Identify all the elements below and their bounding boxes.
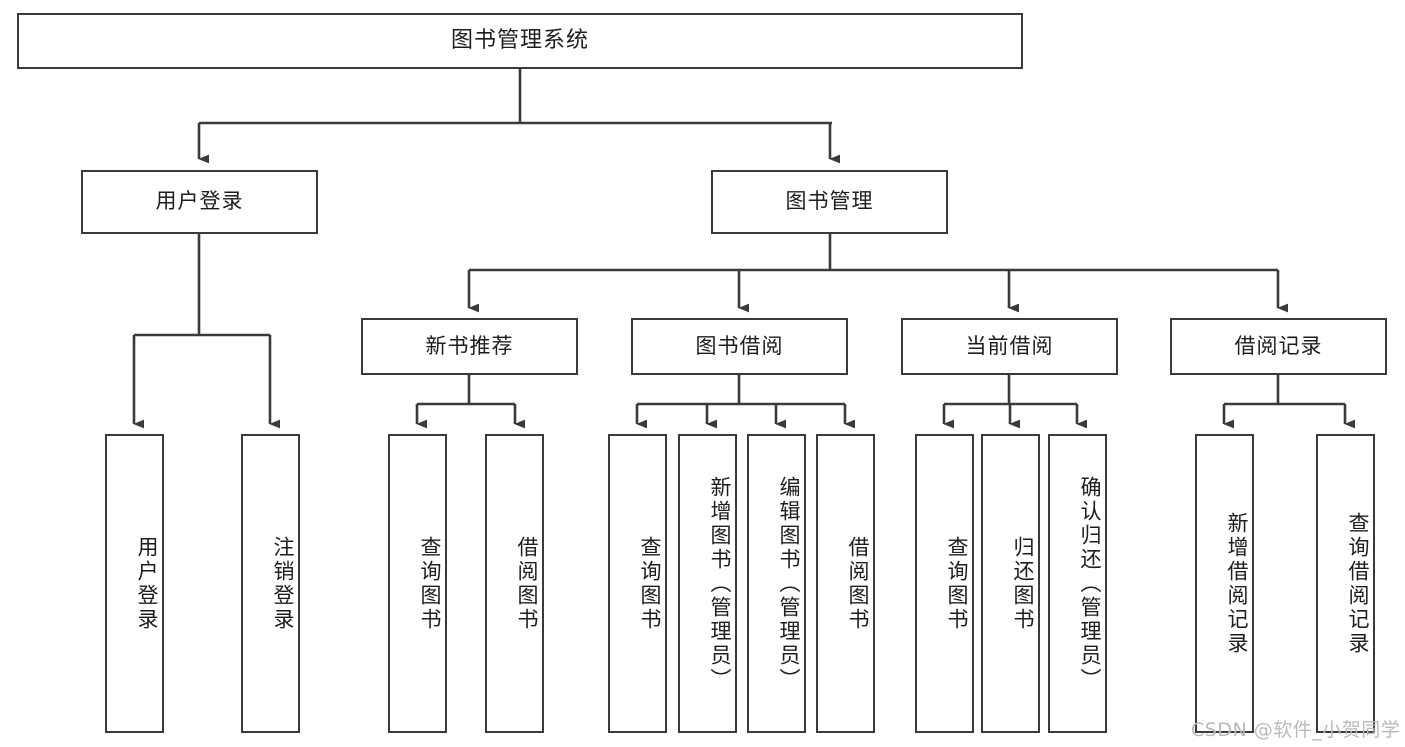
node-leaf-query-book-2-label: 查询图书 [638, 535, 662, 632]
node-leaf-confirm-return[interactable]: 确认归还（管理员） [1048, 434, 1107, 733]
node-leaf-query-book-1[interactable]: 查询图书 [388, 434, 447, 733]
node-leaf-add-borrow-record[interactable]: 新增借阅记录 [1195, 434, 1254, 733]
node-leaf-borrow-book-1[interactable]: 借阅图书 [485, 434, 544, 733]
node-new-book-recommend[interactable]: 新书推荐 [361, 318, 578, 375]
node-leaf-logout-login-label: 注销登录 [271, 535, 295, 632]
node-leaf-edit-book[interactable]: 编辑图书（管理员） [747, 434, 806, 733]
node-root-label: 图书管理系统 [450, 27, 589, 53]
node-leaf-user-login-label: 用户登录 [135, 535, 159, 632]
node-current-borrow[interactable]: 当前借阅 [901, 318, 1118, 375]
node-borrow-record[interactable]: 借阅记录 [1170, 318, 1387, 375]
node-borrow-record-label: 借阅记录 [1234, 333, 1323, 358]
node-leaf-add-book[interactable]: 新增图书（管理员） [678, 434, 737, 733]
node-leaf-confirm-return-label: 确认归还（管理员） [1078, 475, 1102, 692]
node-leaf-add-book-label: 新增图书（管理员） [708, 475, 732, 692]
node-leaf-add-borrow-record-label: 新增借阅记录 [1225, 511, 1249, 656]
node-user-login[interactable]: 用户登录 [81, 170, 318, 234]
node-leaf-query-book-3[interactable]: 查询图书 [915, 434, 974, 733]
node-leaf-query-book-1-label: 查询图书 [418, 535, 442, 632]
node-leaf-edit-book-label: 编辑图书（管理员） [777, 475, 801, 692]
node-leaf-borrow-book-1-label: 借阅图书 [515, 535, 539, 632]
node-current-borrow-label: 当前借阅 [965, 333, 1054, 358]
node-root[interactable]: 图书管理系统 [17, 13, 1023, 69]
node-leaf-query-book-3-label: 查询图书 [945, 535, 969, 632]
node-user-login-label: 用户登录 [155, 189, 244, 214]
node-leaf-query-borrow-record-label: 查询借阅记录 [1346, 511, 1370, 656]
node-leaf-user-login[interactable]: 用户登录 [105, 434, 164, 733]
node-leaf-borrow-book-2[interactable]: 借阅图书 [816, 434, 875, 733]
node-leaf-query-borrow-record[interactable]: 查询借阅记录 [1316, 434, 1375, 733]
node-leaf-return-book-label: 归还图书 [1011, 535, 1035, 632]
node-book-manage[interactable]: 图书管理 [711, 170, 948, 234]
node-leaf-return-book[interactable]: 归还图书 [981, 434, 1040, 733]
node-book-borrow-label: 图书借阅 [695, 333, 784, 358]
node-leaf-borrow-book-2-label: 借阅图书 [846, 535, 870, 632]
node-new-book-recommend-label: 新书推荐 [425, 333, 514, 358]
node-book-manage-label: 图书管理 [785, 189, 874, 214]
node-leaf-query-book-2[interactable]: 查询图书 [608, 434, 667, 733]
node-book-borrow[interactable]: 图书借阅 [631, 318, 848, 375]
node-leaf-logout-login[interactable]: 注销登录 [241, 434, 300, 733]
